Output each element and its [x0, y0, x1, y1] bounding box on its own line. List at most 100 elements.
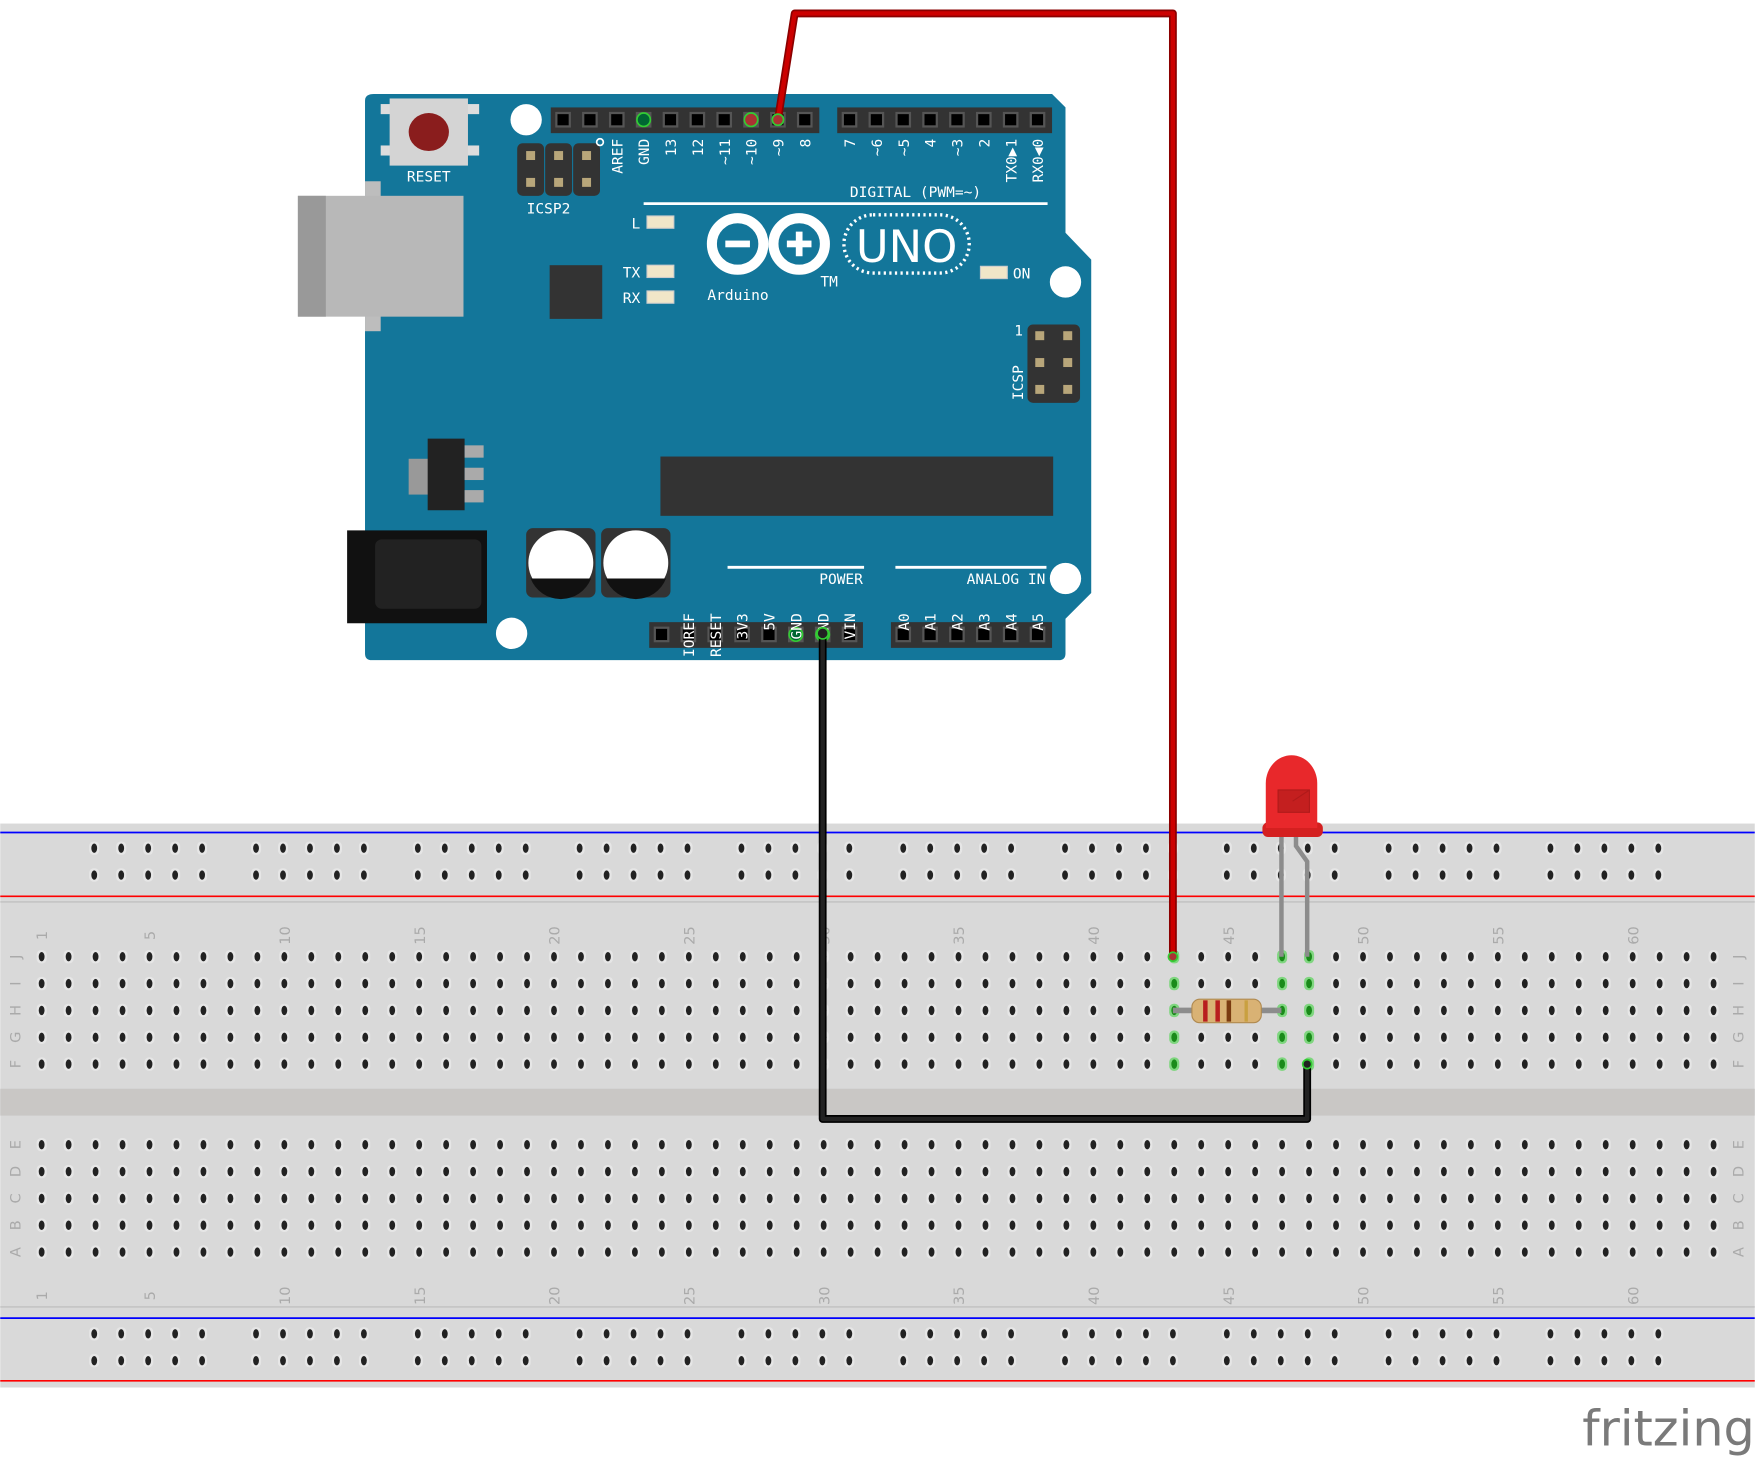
breadboard-hole[interactable] — [1710, 1059, 1717, 1069]
breadboard-hole[interactable] — [1414, 1220, 1420, 1230]
breadboard-hole[interactable] — [1331, 1355, 1338, 1366]
breadboard-hole[interactable] — [65, 978, 72, 989]
breadboard-hole[interactable] — [658, 978, 665, 989]
breadboard-hole[interactable] — [1063, 1193, 1070, 1204]
breadboard-hole[interactable] — [1548, 978, 1555, 989]
breadboard-hole[interactable] — [146, 1032, 153, 1042]
breadboard-hole[interactable] — [1144, 1166, 1151, 1177]
breadboard-hole[interactable] — [955, 1059, 962, 1069]
breadboard-hole[interactable] — [389, 952, 396, 962]
breadboard-hole[interactable] — [254, 978, 261, 989]
breadboard-hole[interactable] — [1656, 952, 1663, 962]
breadboard-hole[interactable] — [1575, 1166, 1582, 1177]
breadboard-hole[interactable] — [900, 1355, 907, 1366]
breadboard-hole[interactable] — [847, 1139, 854, 1150]
breadboard-hole[interactable] — [847, 1247, 854, 1257]
breadboard-hole[interactable] — [630, 843, 637, 853]
breadboard-hole[interactable] — [1198, 1032, 1205, 1042]
breadboard-hole[interactable] — [1441, 1193, 1447, 1204]
breadboard-hole[interactable] — [685, 1005, 692, 1016]
breadboard-hole[interactable] — [1306, 1166, 1312, 1177]
pin9-signal-wire[interactable] — [775, 11, 1176, 957]
breadboard-hole[interactable] — [820, 1220, 827, 1230]
breadboard-hole[interactable] — [200, 1032, 207, 1042]
breadboard-hole[interactable] — [146, 1166, 153, 1177]
breadboard-hole[interactable] — [981, 1329, 988, 1339]
breadboard-hole[interactable] — [1117, 1166, 1124, 1177]
breadboard-hole[interactable] — [658, 1247, 665, 1257]
breadboard-hole[interactable] — [1331, 843, 1338, 853]
breadboard-hole[interactable] — [1547, 870, 1554, 880]
breadboard-hole[interactable] — [389, 1193, 396, 1204]
breadboard-hole[interactable] — [1198, 978, 1205, 989]
breadboard-hole[interactable] — [38, 1166, 45, 1177]
breadboard-hole[interactable] — [173, 1193, 180, 1204]
power-pin[interactable] — [843, 628, 856, 641]
breadboard-hole[interactable] — [281, 1166, 288, 1177]
breadboard-hole[interactable] — [119, 1059, 126, 1069]
breadboard-hole[interactable] — [362, 1059, 369, 1069]
breadboard-hole[interactable] — [981, 1355, 988, 1366]
breadboard-hole[interactable] — [901, 952, 908, 962]
breadboard-hole[interactable] — [739, 1032, 746, 1042]
breadboard-hole[interactable] — [38, 952, 45, 962]
breadboard-hole[interactable] — [846, 1355, 853, 1366]
breadboard-hole[interactable] — [1494, 1247, 1501, 1257]
breadboard-hole[interactable] — [38, 978, 45, 989]
breadboard-hole[interactable] — [92, 1032, 99, 1042]
resistor[interactable] — [1172, 998, 1282, 1024]
breadboard-hole[interactable] — [308, 952, 315, 962]
breadboard-hole[interactable] — [793, 1059, 800, 1069]
breadboard-hole[interactable] — [1143, 1329, 1149, 1339]
breadboard-hole[interactable] — [928, 1005, 935, 1016]
breadboard-hole[interactable] — [1089, 1355, 1095, 1366]
breadboard-hole[interactable] — [1252, 1166, 1259, 1177]
breadboard-hole[interactable] — [1441, 978, 1447, 989]
breadboard-hole[interactable] — [1414, 1059, 1420, 1069]
breadboard-hole[interactable] — [497, 1139, 503, 1150]
breadboard-hole[interactable] — [766, 1166, 773, 1177]
breadboard-hole[interactable] — [1656, 1005, 1663, 1016]
digital-pin[interactable] — [584, 114, 596, 126]
breadboard-hole[interactable] — [227, 1059, 234, 1069]
breadboard-hole[interactable] — [928, 1220, 935, 1230]
breadboard-hole[interactable] — [146, 1193, 153, 1204]
breadboard-hole[interactable] — [227, 1193, 234, 1204]
breadboard-hole[interactable] — [982, 1005, 989, 1016]
breadboard-hole[interactable] — [91, 1355, 98, 1366]
breadboard-hole[interactable] — [819, 1329, 826, 1339]
breadboard-hole[interactable] — [603, 1329, 610, 1339]
breadboard-hole[interactable] — [1198, 1247, 1205, 1257]
breadboard-hole[interactable] — [254, 1193, 261, 1204]
breadboard-hole[interactable] — [1521, 1247, 1528, 1257]
breadboard-hole[interactable] — [1360, 1247, 1366, 1257]
breadboard-hole[interactable] — [684, 870, 691, 880]
breadboard-hole[interactable] — [173, 1005, 180, 1016]
breadboard-hole[interactable] — [605, 1059, 611, 1069]
breadboard-hole[interactable] — [173, 1032, 180, 1042]
breadboard-hole[interactable] — [1548, 1220, 1555, 1230]
breadboard-hole[interactable] — [362, 952, 369, 962]
breadboard-hole[interactable] — [982, 1247, 989, 1257]
breadboard-hole[interactable] — [630, 1329, 637, 1339]
breadboard-hole[interactable] — [820, 1166, 827, 1177]
breadboard-hole[interactable] — [307, 1329, 313, 1339]
breadboard-hole[interactable] — [1548, 1166, 1555, 1177]
breadboard-hole[interactable] — [1117, 1032, 1124, 1042]
breadboard-hole[interactable] — [1169, 1355, 1176, 1366]
breadboard-hole[interactable] — [846, 1329, 853, 1339]
breadboard-hole[interactable] — [254, 952, 261, 962]
breadboard-hole[interactable] — [280, 870, 286, 880]
breadboard-hole[interactable] — [522, 870, 529, 880]
breadboard-hole[interactable] — [1414, 1247, 1420, 1257]
breadboard-hole[interactable] — [308, 1220, 315, 1230]
breadboard-hole[interactable] — [793, 978, 800, 989]
breadboard-hole[interactable] — [524, 1139, 530, 1150]
breadboard-hole[interactable] — [1144, 1139, 1151, 1150]
breadboard-hole[interactable] — [416, 1166, 423, 1177]
breadboard-hole[interactable] — [982, 978, 989, 989]
breadboard-hole[interactable] — [1494, 978, 1501, 989]
breadboard-hole[interactable] — [173, 978, 180, 989]
breadboard-hole[interactable] — [1439, 1355, 1446, 1366]
breadboard-hole[interactable] — [874, 978, 881, 989]
